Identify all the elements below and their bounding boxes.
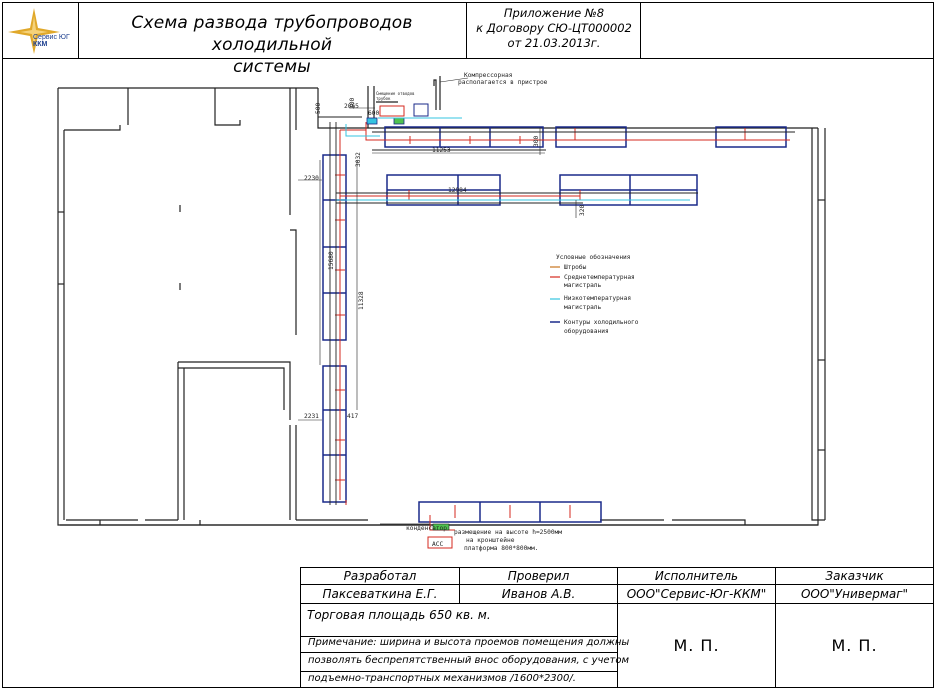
dimension-300-left: 300 bbox=[349, 98, 356, 109]
dimension-500: 500 bbox=[315, 103, 322, 114]
placement-note-1: размещение на высоте h=2500мм bbox=[454, 529, 562, 536]
legend-label-low-temp-1: Низкотемпературная bbox=[564, 295, 631, 302]
header-divider bbox=[2, 58, 934, 59]
dimension-320: 320 bbox=[579, 205, 586, 216]
dimension-11328: 11328 bbox=[358, 291, 365, 310]
customer-seal-box: М. П. bbox=[775, 603, 934, 688]
dimension-11253: 11253 bbox=[432, 147, 451, 154]
executor-name: ООО"Сервис-Юг-ККМ" bbox=[617, 584, 776, 604]
customer-name: ООО"Универмаг" bbox=[775, 584, 934, 604]
dimension-417: 417 bbox=[347, 413, 358, 420]
checked-label: Проверил bbox=[459, 567, 618, 585]
equipment-contours bbox=[322, 126, 787, 523]
note-line-2: позволять беспрепятственный внос оборудо… bbox=[300, 655, 629, 672]
appendix-line-2: к Договору СЮ-ЦТ000002 bbox=[476, 21, 632, 35]
equipment-cabinet bbox=[384, 126, 544, 148]
compressor-label-2: располагается в пристрое bbox=[458, 79, 548, 86]
equipment-cabinet bbox=[418, 501, 602, 523]
legend-title: Условные обозначения bbox=[556, 253, 631, 261]
dimension-300-right: 300 bbox=[533, 136, 540, 147]
developed-label: Разработал bbox=[300, 567, 460, 585]
title-line-2: системы bbox=[233, 57, 311, 77]
legend: Условные обозначения Штробы Среднетемпер… bbox=[550, 253, 639, 335]
note-box bbox=[300, 625, 618, 688]
company-logo-text: Сервис ЮГ ККМ bbox=[33, 34, 70, 48]
building-walls bbox=[57, 76, 826, 526]
equipment-cabinet bbox=[555, 126, 627, 148]
executor-label: Исполнитель bbox=[617, 567, 776, 585]
plan-labels: Компрессорная располагается в пристрое С… bbox=[304, 72, 586, 552]
dimension-3032: 3032 bbox=[355, 152, 362, 167]
note-line-1: Примечание: ширина и высота проемов поме… bbox=[300, 636, 629, 653]
wall-ticks bbox=[58, 199, 825, 525]
executor-seal-mark: М. П. bbox=[673, 636, 720, 655]
condenser-group bbox=[380, 523, 453, 549]
note-line-3: подъемно-транспортных механизмов /1600*2… bbox=[308, 673, 576, 684]
equipment-cabinet bbox=[322, 365, 347, 503]
dimension-lines bbox=[298, 77, 577, 421]
company-logo-star-icon bbox=[8, 8, 60, 54]
drawing-title: Схема развода трубопроводов холодильной … bbox=[82, 12, 462, 78]
dimension-600: 600 bbox=[368, 110, 379, 117]
dimension-2230: 2230 bbox=[304, 175, 319, 182]
appendix-block: Приложение №8 к Договору СЮ-ЦТ000002 от … bbox=[468, 6, 640, 51]
logo-line-2: ККМ bbox=[33, 41, 48, 48]
customer-seal-mark: М. П. bbox=[831, 636, 878, 655]
acc-label: АСС bbox=[432, 541, 443, 548]
area-text: Торговая площадь 650 кв. м. bbox=[300, 603, 618, 625]
dimension-15680: 15680 bbox=[328, 251, 335, 270]
checked-name: Иванов А.В. bbox=[459, 584, 618, 604]
legend-label-medium-temp-1: Среднетемпературная bbox=[564, 274, 635, 281]
dimension-2231: 2231 bbox=[304, 413, 319, 420]
medium-temp-line bbox=[335, 122, 790, 531]
title-line-1: Схема развода трубопроводов холодильной bbox=[131, 13, 413, 55]
developed-name: Паксеваткина Е.Г. bbox=[300, 584, 460, 604]
compressor-room bbox=[366, 103, 462, 125]
small-note-1: Смещение отводов bbox=[376, 91, 415, 96]
dimension-12984: 12984 bbox=[448, 187, 467, 194]
condenser-label: конденсатор bbox=[406, 525, 447, 532]
equipment-cabinet bbox=[715, 126, 787, 148]
legend-label-medium-temp-2: магистраль bbox=[564, 282, 602, 289]
legend-label-equipment-1: Контуры холодильного bbox=[564, 319, 639, 326]
small-note-2: трубок bbox=[376, 96, 391, 101]
placement-note-2: на кронштейне bbox=[466, 536, 515, 544]
header-separator bbox=[78, 2, 79, 59]
legend-label-stroba: Штробы bbox=[564, 263, 587, 271]
header-separator bbox=[640, 2, 641, 59]
legend-label-low-temp-2: магистраль bbox=[564, 304, 602, 311]
header-separator bbox=[466, 2, 467, 59]
compressor-label-1: Компрессорная bbox=[464, 72, 512, 79]
top-wall-inner bbox=[64, 125, 121, 131]
legend-label-equipment-2: оборудования bbox=[564, 327, 609, 335]
logo-line-1: Сервис ЮГ bbox=[33, 34, 70, 41]
executor-seal-box: М. П. bbox=[617, 603, 776, 688]
placement-note-3: платформа 800*800мм. bbox=[464, 544, 539, 552]
dimension-2065: 2065 bbox=[344, 103, 359, 110]
appendix-line-3: от 21.03.2013г. bbox=[507, 36, 601, 50]
appendix-line-1: Приложение №8 bbox=[503, 6, 605, 20]
low-temp-line bbox=[335, 124, 690, 201]
customer-label: Заказчик bbox=[775, 567, 934, 585]
